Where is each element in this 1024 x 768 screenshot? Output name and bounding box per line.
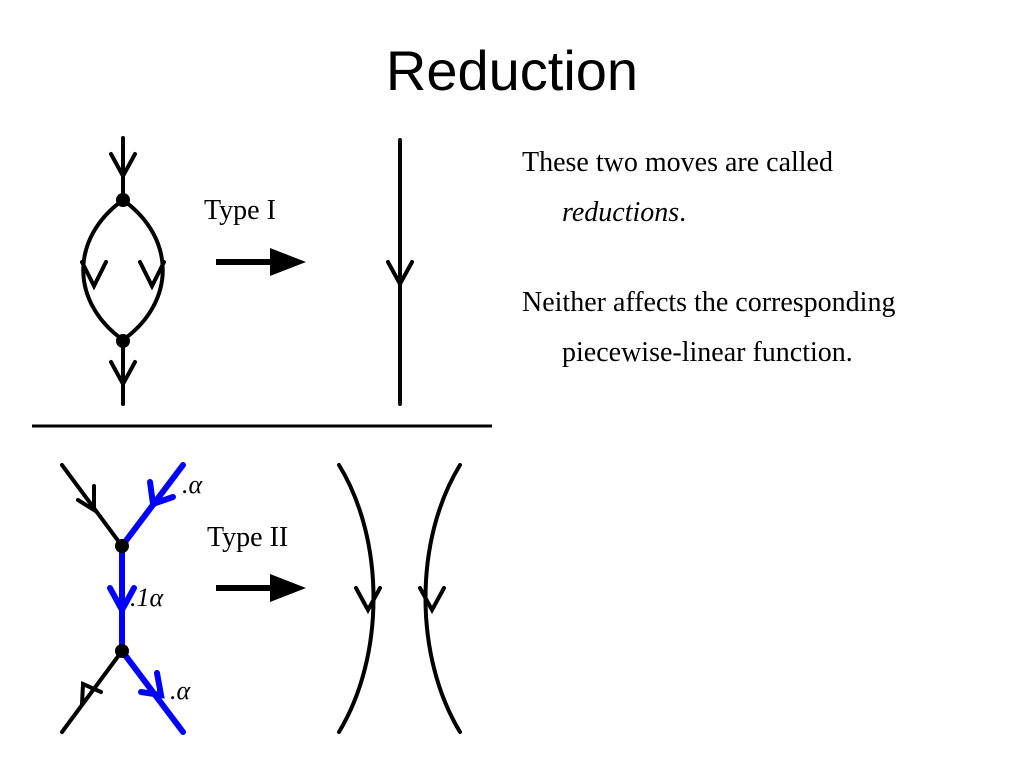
para1-tail: . (679, 197, 687, 228)
para1-lead: These two moves are called (522, 147, 833, 178)
type2-result-left-arrow-icon (354, 586, 382, 615)
type2-bottom-left-arrow-icon (80, 680, 103, 706)
type2-top-right-arrow-icon (147, 479, 176, 509)
type2-label: Type II (207, 522, 288, 553)
type2-result-right-arrow-icon (418, 586, 446, 615)
type1-bottom-edge-arrow-icon (109, 360, 137, 389)
explanation-paragraph-2: Neither affects the corresponding piecew… (522, 278, 1012, 378)
type1-left-arc (81, 198, 125, 342)
type2-black-edges (60, 463, 124, 734)
type1-right-arc (121, 198, 165, 342)
type2-bottom-left-edge (60, 649, 124, 734)
type2-middle-arrow-icon (107, 585, 137, 617)
type1-graph (80, 136, 166, 406)
type2-move-arrowhead-icon (270, 574, 306, 602)
type2-result (337, 463, 462, 734)
type1-top-vertex (116, 193, 130, 207)
weight-label-middle: .1α (130, 583, 165, 612)
para2-text: Neither affects the corresponding piecew… (522, 287, 896, 368)
weight-label-top: .α (182, 470, 204, 499)
type1-result-arrow-icon (386, 260, 414, 289)
type2-result-left-arc (337, 463, 376, 734)
para1-emphasis: reductions (562, 197, 680, 228)
type1-left-arc-arrow-icon (80, 260, 108, 291)
type2-result-right-arc (423, 463, 462, 734)
type2-top-left-arrow-icon (76, 484, 96, 514)
type2-top-vertex (115, 539, 129, 553)
type2-bottom-vertex (115, 644, 129, 658)
type2-blue-path (107, 462, 186, 735)
weight-label-bottom: .α (170, 676, 192, 705)
explanation-paragraph-1: These two moves are called reductions. (522, 138, 1012, 238)
type1-top-edge-arrow-icon (109, 152, 137, 181)
type1-bottom-vertex (116, 334, 130, 348)
type1-right-arc-arrow-icon (138, 260, 166, 291)
type1-move-arrowhead-icon (270, 248, 306, 276)
type1-result (386, 138, 414, 406)
type1-label: Type I (204, 195, 276, 226)
slide-title: Reduction (385, 39, 639, 102)
type2-bottom-right-arrow-icon (138, 670, 165, 699)
